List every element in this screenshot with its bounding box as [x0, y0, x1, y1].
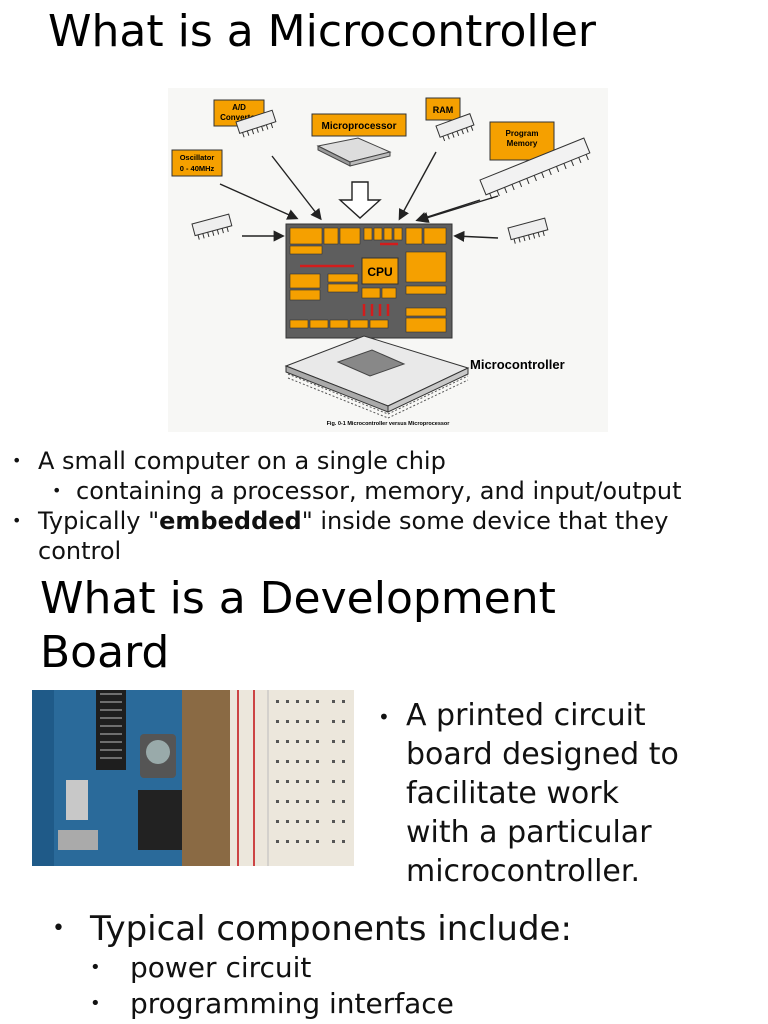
bus-arrows: [300, 242, 398, 316]
definition-line: A printed circuit: [406, 698, 646, 733]
ram-label-box: [425, 97, 461, 121]
bullet-glyph: •: [12, 511, 22, 530]
ad-converter-label-2: Converter: [220, 113, 258, 122]
ad-converter-label-1: A/D: [232, 103, 246, 112]
bullet-glyph: •: [12, 451, 22, 470]
bullet-text: programming interface: [130, 987, 454, 1020]
cpu-box: [361, 257, 399, 285]
diagram-graphic: A/D Converter Microprocessor RAM Program…: [171, 97, 591, 427]
bullet-item: • A small computer on a single chip: [12, 446, 752, 476]
sub-bullet-item: • containing a processor, memory, and in…: [12, 476, 752, 506]
bullet-text-pre: Typically ": [38, 507, 160, 535]
bullet-text-line2: control: [38, 537, 122, 565]
bullet-text: power circuit: [130, 951, 312, 984]
microprocessor-chip-icon: [316, 137, 392, 167]
definition-line: with a particular: [406, 815, 652, 850]
program-memory-label-2: Memory: [507, 139, 538, 148]
title-line-2: Board: [40, 627, 170, 678]
program-memory-label-1: Program: [506, 129, 539, 138]
bullet-glyph: •: [52, 916, 65, 941]
bullet-item: • Typical components include:: [52, 908, 752, 950]
bullet-glyph: •: [378, 705, 390, 729]
diagram-arrows: [219, 151, 499, 242]
left-chip-icon: [191, 213, 233, 240]
diagram-caption: Fig. 0-1 Microcontroller versus Micropro…: [327, 421, 451, 427]
development-board-definition: • A printed circuit board designed to fa…: [378, 696, 748, 891]
definition-line: microcontroller.: [406, 854, 640, 889]
slide-title-microcontroller: What is a Microcontroller: [48, 6, 597, 57]
bullet-text-post: " inside some device that they: [301, 507, 669, 535]
title-line-1: What is a Development: [40, 573, 556, 624]
microcontroller-chip-icon: [284, 335, 470, 419]
slide1-bullet-list: • A small computer on a single chip • co…: [12, 446, 752, 566]
ram-label: RAM: [433, 105, 454, 115]
oscillator-label-box: [171, 149, 223, 177]
sub-bullet-item: • programming interface: [52, 986, 752, 1022]
bullet-text: Typical components include:: [90, 909, 572, 949]
ad-chip-icon: [235, 109, 277, 138]
bullet-text: A small computer on a single chip: [38, 447, 446, 475]
bullet-text: containing a processor, memory, and inpu…: [76, 477, 682, 505]
sub-bullet-item: • power circuit: [52, 950, 752, 986]
cpu-label: CPU: [367, 265, 392, 279]
bullet-glyph: •: [90, 993, 101, 1014]
bullet-glyph: •: [90, 957, 101, 978]
arduino-breadboard-photo: [32, 690, 354, 866]
slide2-bullet-list: • Typical components include: • power ci…: [52, 908, 752, 1022]
oscillator-label-2: 0 - 40MHz: [180, 164, 215, 173]
ram-chip-icon: [435, 113, 475, 142]
slide-title-development-board: What is a Development Board: [40, 572, 640, 680]
bullet-glyph: •: [52, 481, 62, 500]
microcontroller-diagram: A/D Converter Microprocessor RAM Program…: [168, 88, 608, 432]
down-arrow-icon: [338, 181, 382, 219]
program-memory-label-box: [489, 121, 555, 161]
photo-graphic: [32, 690, 354, 866]
definition-line: facilitate work: [406, 776, 619, 811]
microprocessor-label-box: [311, 113, 407, 137]
right-chip-icon: [507, 217, 549, 244]
microcontroller-label: Microcontroller: [470, 357, 565, 372]
bullet-text-bold: embedded: [159, 507, 302, 535]
bullet-item: • Typically "embedded" inside some devic…: [12, 506, 752, 566]
definition-line: board designed to: [406, 737, 679, 772]
microprocessor-label: Microprocessor: [321, 121, 396, 132]
oscillator-label-1: Oscillator: [180, 153, 215, 162]
program-memory-chip-icon: [479, 137, 591, 200]
